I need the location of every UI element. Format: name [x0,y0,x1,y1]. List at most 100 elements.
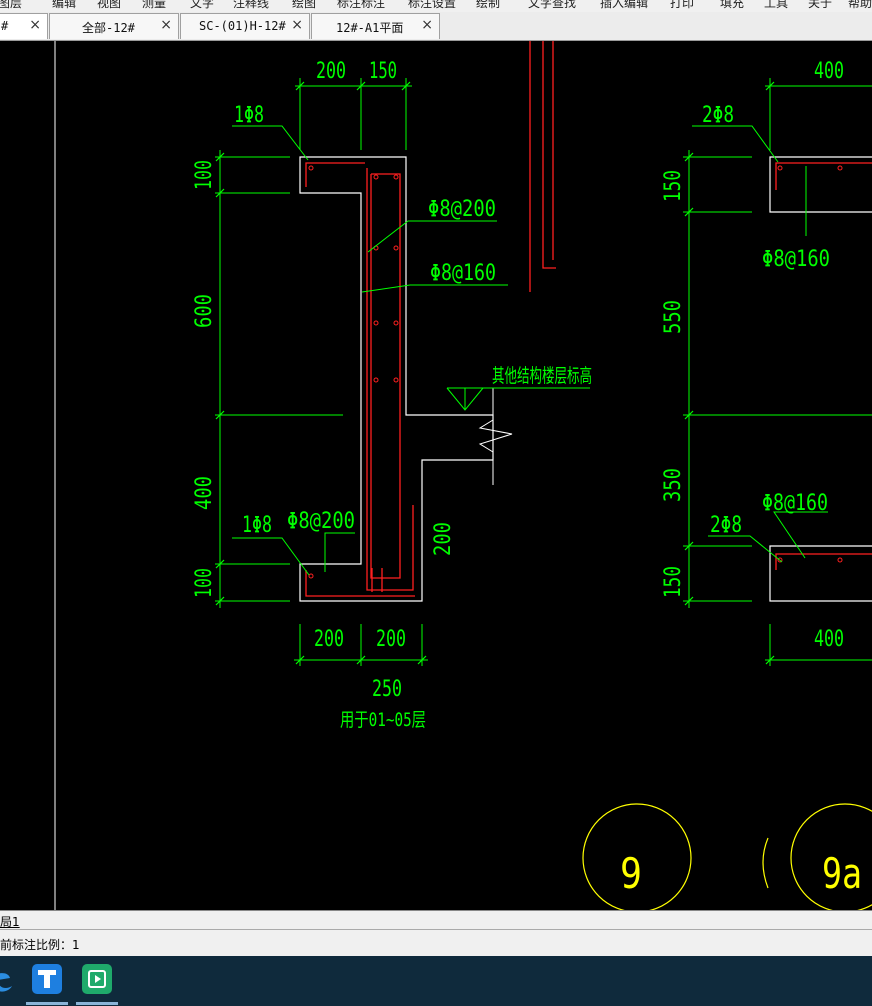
layout-tab[interactable]: 局1 [0,915,20,929]
menu-item[interactable]: 编辑 [52,0,77,10]
menu-item[interactable]: 注释线 [233,0,270,10]
menu-item[interactable]: 帮助 [848,0,872,10]
leader-line [773,511,828,559]
dim-tick [417,655,427,665]
dimension-labels: 400 2Φ8 Φ8@160 150 550 350 Φ8@160 2Φ8 15… [661,59,844,652]
edge-icon[interactable] [0,966,14,996]
dim-label: 550 [661,300,686,334]
menu-item[interactable]: 工具 [764,0,789,10]
dimension-labels: 200 150 1Φ8 Φ8@200 Φ8@160 其他结构楼层标高 100 6… [192,59,592,731]
dim-label: 250 [372,677,402,702]
dim-tick [215,152,225,162]
tab-label: SC-(01)H-12# [199,19,286,33]
rebar-dot [393,174,399,180]
concrete-outline [299,156,494,602]
callout-label: 9 [620,849,642,898]
dimension-lines [215,78,590,666]
rebar-dot [393,320,399,326]
rebar-dot [837,557,843,563]
usage-note: 用于01~05层 [340,709,426,731]
rebar-dot [393,377,399,383]
drawing-canvas[interactable]: 200 150 1Φ8 Φ8@200 Φ8@160 其他结构楼层标高 100 6… [0,41,872,913]
leader-line [692,125,779,163]
dim-tick [215,596,225,606]
close-icon[interactable]: × [29,17,41,33]
t-app-icon[interactable] [32,964,62,994]
document-tab-bar: # × 全部-12# × SC-(01)H-12# × 12#-A1平面 × [0,12,872,41]
menu-item[interactable]: 视图 [97,0,122,10]
close-icon[interactable]: × [160,17,172,33]
rebar [366,168,414,591]
right-section-detail: 400 2Φ8 Φ8@160 150 550 350 Φ8@160 2Φ8 15… [661,59,872,666]
leader-line [361,284,508,293]
menu-item[interactable]: 填充 [720,0,745,10]
rebar-dot [373,320,379,326]
rebar [305,162,365,187]
rebar [370,173,401,579]
dim-label: 200 [316,59,346,84]
tab-current[interactable]: # × [0,13,48,39]
layout-tab-strip: 局1 [0,910,872,930]
leader-line [232,537,310,576]
concrete-outline [769,156,872,213]
rebar-dots [777,165,843,563]
dim-label: 150 [661,170,686,202]
menu-item[interactable]: 标注设置 [408,0,457,10]
taskbar [0,956,872,1006]
rebar-dot [373,174,379,180]
rebar [775,553,872,570]
menu-item[interactable]: 绘制 [476,0,501,10]
dim-tick [765,81,775,91]
dim-label: 200 [314,627,344,652]
play-icon [88,970,106,988]
rebar-dot [777,557,783,563]
rebar-label: 1Φ8 [234,103,264,128]
dim-tick [356,655,366,665]
leader-line [324,532,355,572]
rebar-dot [837,165,843,171]
menu-item[interactable]: 文字 [190,0,215,10]
concrete-outline [769,545,872,602]
tab-12-a1-plan[interactable]: 12#-A1平面 × [311,13,440,39]
menu-item[interactable]: 绘图 [292,0,317,10]
close-icon[interactable]: × [291,17,303,33]
dim-label: 200 [431,522,456,556]
dim-tick [215,559,225,569]
menu-item[interactable]: 打印 [670,0,695,10]
dimension-lines [683,78,872,666]
cad-drawing: 200 150 1Φ8 Φ8@200 Φ8@160 其他结构楼层标高 100 6… [54,41,872,913]
menu-item[interactable]: 插入编辑 [600,0,649,10]
tab-sc-01h-12[interactable]: SC-(01)H-12# × [180,13,310,39]
dim-tick [215,188,225,198]
command-line[interactable]: 前标注比例：1 [0,930,872,956]
rebar-dots [308,165,399,579]
stirrup-label: Φ8@200 [287,509,355,534]
rebar [305,570,415,597]
stirrup-label: Φ8@160 [430,261,496,286]
rebar-label: 2Φ8 [710,513,742,538]
level-note: 其他结构楼层标高 [492,365,592,387]
tab-label: 全部-12# [82,21,135,35]
menu-item[interactable]: 关于 [808,0,833,10]
dim-tick [684,541,694,551]
menu-item[interactable]: 图层 [0,0,23,10]
rebar-dot [393,245,399,251]
rebar-label: 2Φ8 [702,103,734,128]
dim-label: 100 [192,568,217,598]
dim-label: 600 [192,294,217,328]
tab-all-12[interactable]: 全部-12# × [49,13,179,39]
close-icon[interactable]: × [421,17,433,33]
dim-ticks [684,81,775,665]
rebar-dot [308,573,314,579]
break-line [478,388,513,485]
rebar-group [775,162,872,570]
menu-item[interactable]: 测量 [142,0,167,10]
stirrup-label: Φ8@200 [428,197,496,222]
media-app-icon[interactable] [82,964,112,994]
left-section-detail: 200 150 1Φ8 Φ8@200 Φ8@160 其他结构楼层标高 100 6… [192,41,592,731]
menu-item[interactable]: 文字查找 [528,0,577,10]
dim-tick [684,207,694,217]
rebar-group [305,41,556,597]
stirrup-label: Φ8@160 [762,247,830,272]
menu-item[interactable]: 标注标注 [337,0,386,10]
